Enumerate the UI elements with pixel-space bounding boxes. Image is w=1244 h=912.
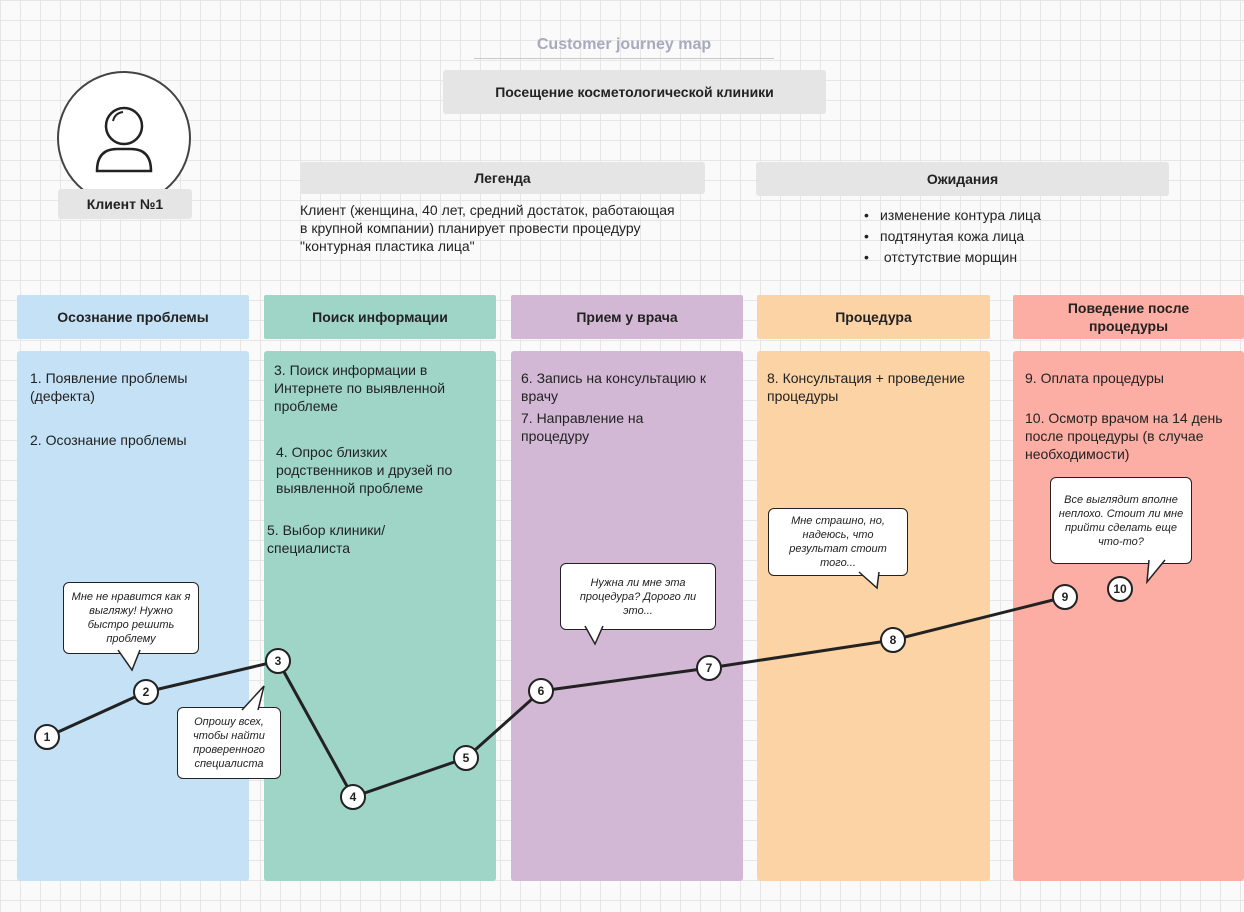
client-avatar bbox=[57, 71, 191, 205]
speech-bubble: Нужна ли мне эта процедура? Дорого ли эт… bbox=[560, 563, 716, 646]
journey-point: 4 bbox=[340, 784, 366, 810]
step-text: 7. Направление на процедуру bbox=[521, 410, 644, 444]
step-text: 8. Консультация + проведение процедуры bbox=[767, 370, 965, 404]
stage-header-search: Поиск информации bbox=[264, 295, 496, 339]
legend-text: Клиент (женщина, 40 лет, средний достато… bbox=[300, 202, 675, 254]
stage-header-doctor: Прием у врача bbox=[511, 295, 743, 339]
step-text: 10. Осмотр врачом на 14 день после проце… bbox=[1025, 410, 1223, 462]
bubble-tail bbox=[858, 571, 880, 590]
bubble-tail bbox=[1146, 559, 1166, 585]
map-subtitle: Посещение косметологической клиники bbox=[443, 70, 826, 114]
stage-column-awareness: 1. Появление проблемы (дефекта) 2. Осозн… bbox=[17, 351, 249, 881]
stage-header-procedure: Процедура bbox=[757, 295, 990, 339]
journey-point: 2 bbox=[133, 679, 159, 705]
speech-bubble: Мне страшно, но, надеюсь, что результат … bbox=[768, 508, 908, 590]
step-text: 6. Запись на консультацию к врачу bbox=[521, 370, 707, 404]
expectations-heading: Ожидания bbox=[756, 162, 1169, 196]
list-item: •изменение контура лица bbox=[864, 207, 1041, 223]
speech-bubble: Все выглядит вполне неплохо. Стоит ли мн… bbox=[1050, 477, 1192, 585]
list-item: •подтянутая кожа лица bbox=[864, 228, 1025, 244]
bubble-tail bbox=[117, 649, 141, 672]
step-text: 5. Выбор клиники/специалиста bbox=[267, 522, 386, 556]
speech-bubble: Мне не нравится как я выгляжу! Нужно быс… bbox=[63, 582, 199, 672]
stage-header-awareness: Осознание проблемы bbox=[17, 295, 249, 339]
bubble-tail bbox=[241, 685, 265, 711]
stage-column-search: 3. Поиск информации в Интернете по выявл… bbox=[264, 351, 496, 881]
journey-point: 7 bbox=[696, 655, 722, 681]
journey-point: 6 bbox=[528, 678, 554, 704]
journey-point: 10 bbox=[1107, 576, 1133, 602]
step-text: 3. Поиск информации в Интернете по выявл… bbox=[274, 362, 446, 414]
page-title: Customer journey map bbox=[536, 36, 712, 53]
journey-point: 8 bbox=[880, 627, 906, 653]
step-text: 9. Оплата процедуры bbox=[1025, 370, 1164, 386]
speech-bubble: Опрошу всех, чтобы найти проверенного сп… bbox=[177, 685, 281, 779]
expectations-list: •изменение контура лица •подтянутая кожа… bbox=[864, 205, 1164, 268]
step-text: 2. Осознание проблемы bbox=[30, 432, 187, 448]
stage-column-procedure: 8. Консультация + проведение процедуры bbox=[757, 351, 990, 881]
step-text: 1. Появление проблемы (дефекта) bbox=[30, 370, 188, 404]
journey-point: 5 bbox=[453, 745, 479, 771]
step-text: 4. Опрос близких родственников и друзей … bbox=[276, 444, 453, 496]
journey-point: 1 bbox=[34, 724, 60, 750]
title-underline bbox=[474, 58, 774, 59]
client-label: Клиент №1 bbox=[58, 189, 192, 219]
user-icon bbox=[95, 106, 153, 173]
bubble-tail bbox=[584, 625, 604, 646]
list-item: • отстутствие морщин bbox=[864, 249, 1018, 265]
stage-header-after: Поведение после процедуры bbox=[1013, 295, 1244, 339]
stage-column-after: 9. Оплата процедуры 10. Осмотр врачом на… bbox=[1013, 351, 1244, 881]
legend-heading: Легенда bbox=[300, 162, 705, 194]
journey-point: 3 bbox=[265, 648, 291, 674]
journey-point: 9 bbox=[1052, 584, 1078, 610]
